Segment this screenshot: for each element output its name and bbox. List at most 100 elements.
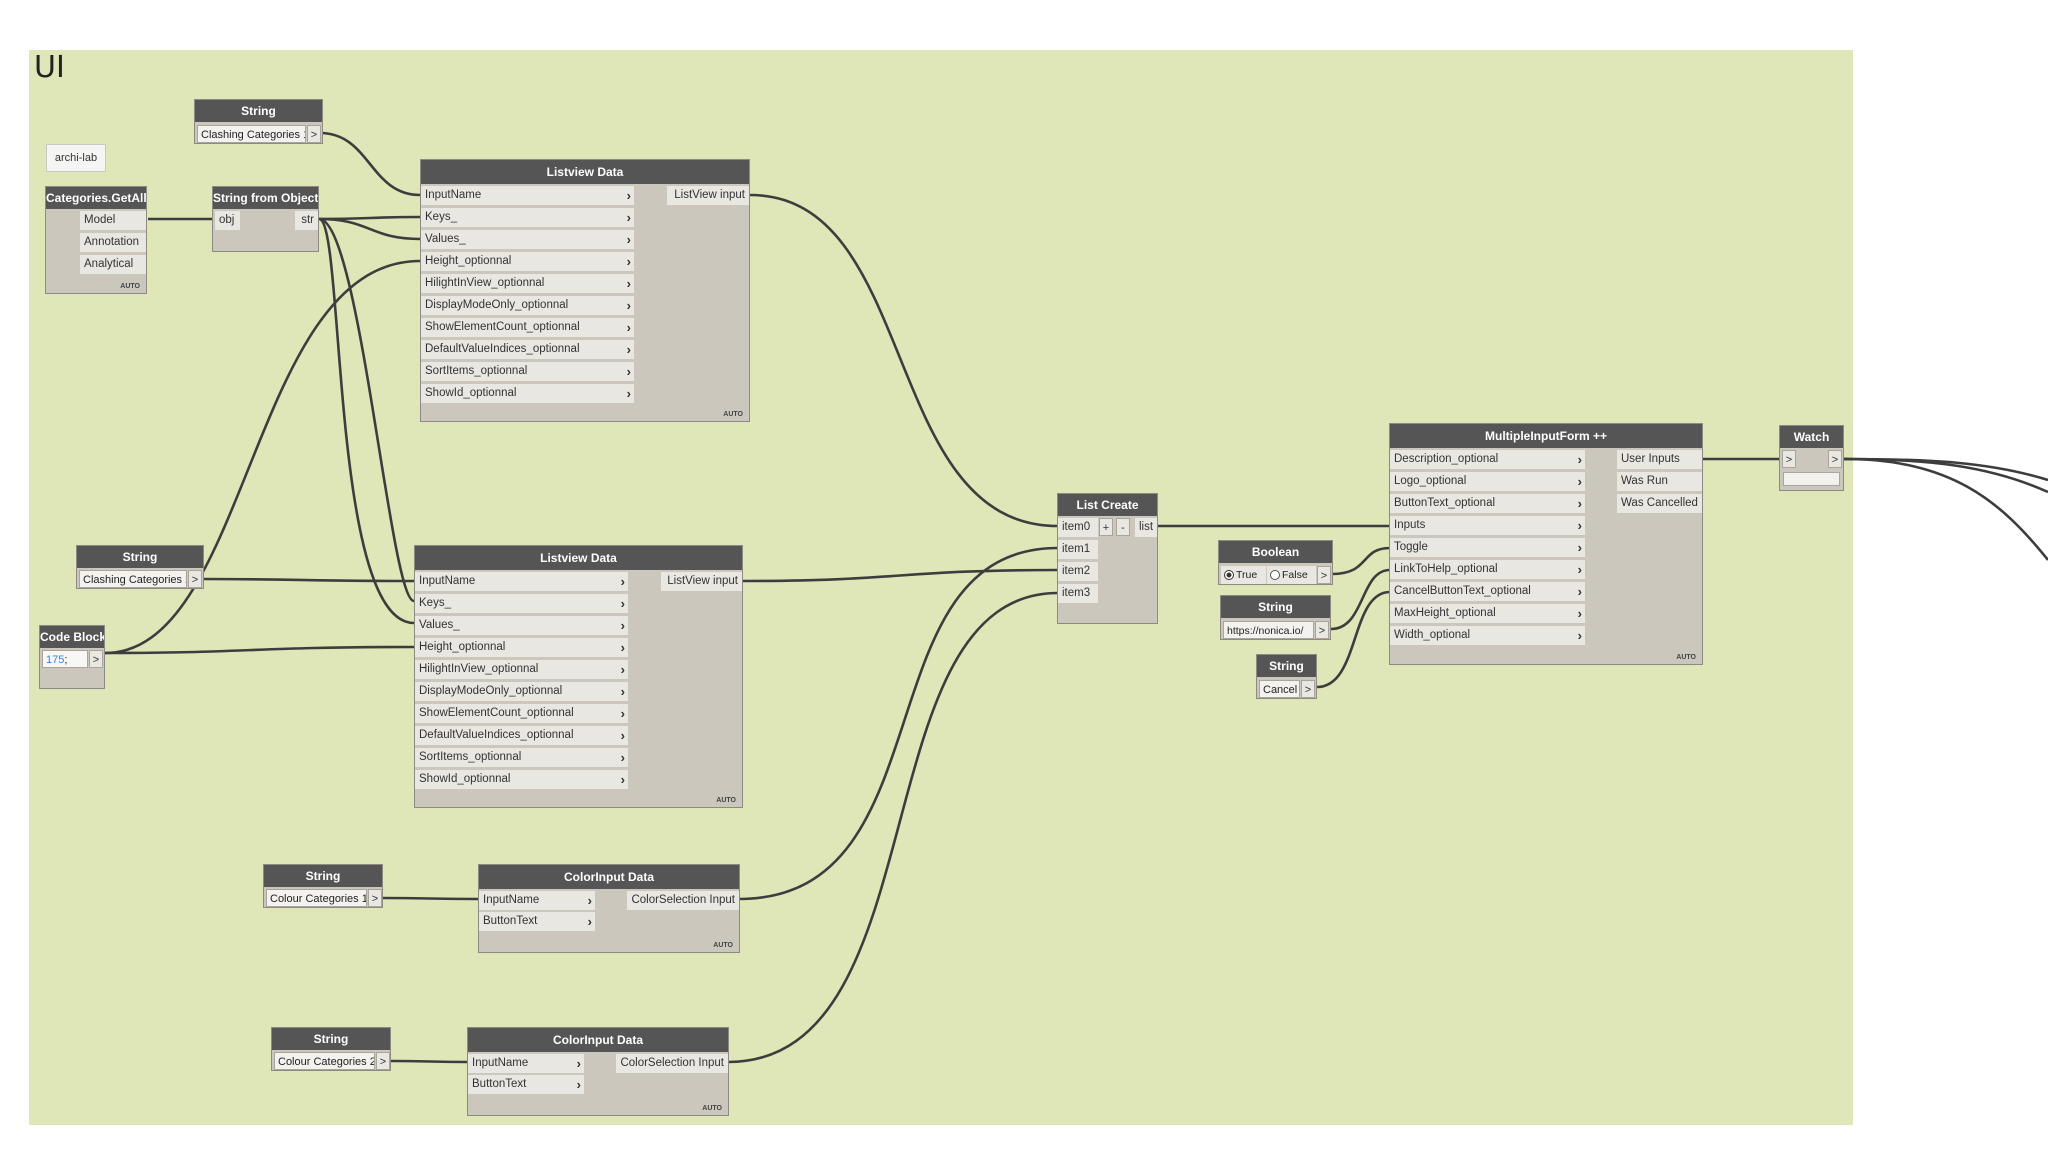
input-port[interactable]: MaxHeight_optional› <box>1390 604 1585 623</box>
node-title: Categories.GetAll <box>46 187 146 209</box>
input-port-item0[interactable]: item0 <box>1058 518 1098 537</box>
string-value-field[interactable]: Colour Categories 1 <box>266 889 367 907</box>
input-port[interactable]: Keys_› <box>421 208 634 227</box>
output-port-user-inputs[interactable]: User Inputs <box>1617 450 1702 469</box>
input-port[interactable]: Logo_optional› <box>1390 472 1585 491</box>
input-port[interactable]: LinkToHelp_optional› <box>1390 560 1585 579</box>
output-port-was-cancelled[interactable]: Was Cancelled <box>1617 494 1702 513</box>
input-port[interactable]: Height_optionnal› <box>415 638 628 657</box>
input-port[interactable]: InputName› <box>421 186 634 205</box>
node-title: Watch <box>1780 426 1843 448</box>
output-port[interactable]: ListView input <box>667 186 749 205</box>
output-port[interactable]: ColorSelection Input <box>616 1054 728 1073</box>
node-title: String <box>195 100 322 122</box>
input-port-obj[interactable]: obj <box>215 211 240 230</box>
auto-label: AUTO <box>723 411 743 418</box>
output-port[interactable]: > <box>1315 621 1329 639</box>
port-label: HilightInView_optionnal <box>419 663 539 675</box>
output-port[interactable]: > <box>1828 450 1842 468</box>
input-port-item2[interactable]: item2 <box>1058 562 1098 581</box>
port-label: ShowId_optionnal <box>419 773 511 785</box>
input-port[interactable]: > <box>1782 450 1796 468</box>
input-port[interactable]: DisplayModeOnly_optionnal› <box>415 682 628 701</box>
colorinput-data-node-2[interactable]: ColorInput Data InputName› ButtonText› C… <box>467 1027 729 1116</box>
input-port[interactable]: Width_optional› <box>1390 626 1585 645</box>
output-port-list[interactable]: list <box>1135 518 1157 537</box>
input-port[interactable]: Description_optional› <box>1390 450 1585 469</box>
output-port[interactable]: > <box>368 889 382 907</box>
input-port[interactable]: InputName› <box>468 1054 584 1073</box>
string-from-object-node[interactable]: String from Object obj str <box>212 186 319 252</box>
input-port[interactable]: Values_› <box>421 230 634 249</box>
remove-input-button[interactable]: - <box>1116 518 1130 536</box>
string-node-cancel[interactable]: String Cancel > <box>1256 654 1317 699</box>
category-item[interactable]: Annotation <box>80 233 146 252</box>
output-port[interactable]: > <box>188 570 202 588</box>
input-port[interactable]: Toggle› <box>1390 538 1585 557</box>
input-port[interactable]: SortItems_optionnal› <box>421 362 634 381</box>
output-port[interactable]: > <box>376 1052 390 1070</box>
input-port[interactable]: Inputs› <box>1390 516 1585 535</box>
string-node-clashing-1[interactable]: String Clashing Categories 1 > <box>194 99 323 144</box>
boolean-node[interactable]: Boolean True False > <box>1218 540 1333 585</box>
false-label: False <box>1282 569 1308 581</box>
output-port[interactable]: > <box>1317 566 1331 584</box>
port-label: DisplayModeOnly_optionnal <box>425 299 569 311</box>
port-label: ShowId_optionnal <box>425 387 517 399</box>
string-value-field[interactable]: Clashing Categories 1 <box>197 125 306 143</box>
input-port[interactable]: Values_› <box>415 616 628 635</box>
string-value-field[interactable]: Colour Categories 2 <box>274 1052 375 1070</box>
code-editor[interactable]: 175; <box>42 650 88 668</box>
input-port[interactable]: CancelButtonText_optional› <box>1390 582 1585 601</box>
categories-getall-node[interactable]: Categories.GetAll Model Annotation Analy… <box>45 186 147 294</box>
colorinput-data-node-1[interactable]: ColorInput Data InputName› ButtonText› C… <box>478 864 740 953</box>
output-port[interactable]: ColorSelection Input <box>627 891 739 910</box>
output-port[interactable]: ListView input <box>661 572 742 591</box>
input-port[interactable]: HilightInView_optionnal› <box>415 660 628 679</box>
input-port[interactable]: ButtonText› <box>479 912 595 931</box>
string-value-field[interactable]: https://nonica.io/ <box>1223 621 1314 639</box>
output-port[interactable]: > <box>1301 680 1315 698</box>
port-label: ShowElementCount_optionnal <box>419 707 574 719</box>
input-port[interactable]: ShowId_optionnal› <box>421 384 634 403</box>
listview-data-node-2[interactable]: Listview Data InputName› Keys_› Values_›… <box>414 545 743 808</box>
add-input-button[interactable]: + <box>1099 518 1113 536</box>
output-port-was-run[interactable]: Was Run <box>1617 472 1702 491</box>
node-title: String <box>1221 596 1330 618</box>
string-node-colour-1[interactable]: String Colour Categories 1 > <box>263 864 383 908</box>
input-port[interactable]: DefaultValueIndices_optionnal› <box>421 340 634 359</box>
string-node-url[interactable]: String https://nonica.io/ > <box>1220 595 1331 640</box>
input-port[interactable]: DisplayModeOnly_optionnal› <box>421 296 634 315</box>
input-port[interactable]: DefaultValueIndices_optionnal› <box>415 726 628 745</box>
false-radio[interactable]: False <box>1267 566 1316 584</box>
input-port-item3[interactable]: item3 <box>1058 584 1098 603</box>
input-port[interactable]: Height_optionnal› <box>421 252 634 271</box>
category-item[interactable]: Model <box>80 211 146 230</box>
code-block-node[interactable]: Code Block 175; > <box>39 625 105 689</box>
input-port[interactable]: ShowElementCount_optionnal› <box>415 704 628 723</box>
watch-node[interactable]: Watch > > <box>1779 425 1844 491</box>
input-port[interactable]: SortItems_optionnal› <box>415 748 628 767</box>
listview-data-node-1[interactable]: Listview Data InputName› Keys_› Values_›… <box>420 159 750 422</box>
multiple-input-form-node[interactable]: MultipleInputForm ++ Description_optiona… <box>1389 423 1703 665</box>
string-value-field[interactable]: Cancel <box>1259 680 1300 698</box>
input-port-item1[interactable]: item1 <box>1058 540 1098 559</box>
output-port[interactable]: > <box>89 650 103 668</box>
list-create-node[interactable]: List Create item0 + - list item1 item2 i… <box>1057 493 1158 624</box>
input-port[interactable]: Keys_› <box>415 594 628 613</box>
string-value-field[interactable]: Clashing Categories 2 <box>79 570 187 588</box>
input-port[interactable]: ShowElementCount_optionnal› <box>421 318 634 337</box>
input-port[interactable]: ShowId_optionnal› <box>415 770 628 789</box>
input-port[interactable]: ButtonText_optional› <box>1390 494 1585 513</box>
string-node-clashing-2[interactable]: String Clashing Categories 2 > <box>76 545 204 589</box>
input-port[interactable]: InputName› <box>479 891 595 910</box>
output-port[interactable]: > <box>307 125 321 143</box>
input-port[interactable]: ButtonText› <box>468 1075 584 1094</box>
category-item[interactable]: Analytical <box>80 255 146 274</box>
string-node-colour-2[interactable]: String Colour Categories 2 > <box>271 1027 391 1071</box>
input-port[interactable]: InputName› <box>415 572 628 591</box>
input-port[interactable]: HilightInView_optionnal› <box>421 274 634 293</box>
true-radio[interactable]: True <box>1221 566 1266 584</box>
archi-lab-note[interactable]: archi-lab <box>46 144 106 172</box>
output-port-str[interactable]: str <box>295 211 318 230</box>
